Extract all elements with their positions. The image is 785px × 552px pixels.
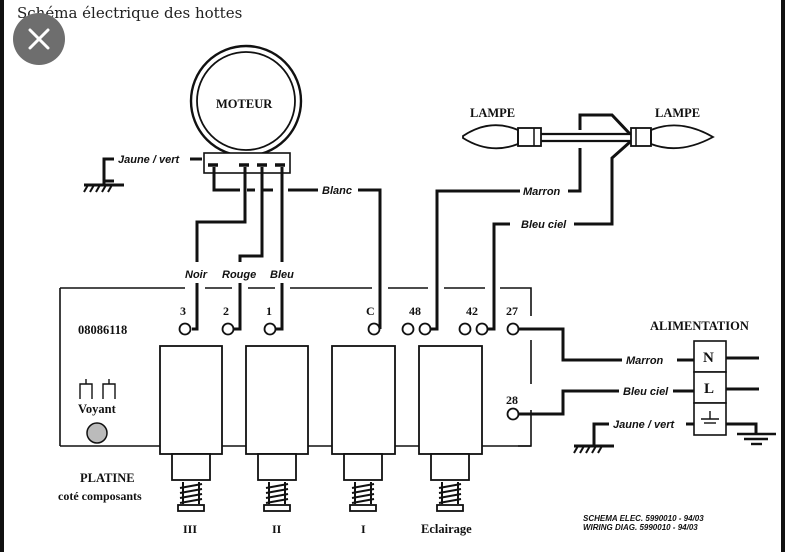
motor-ground-wire [102, 157, 114, 186]
lamp-left-label: LAMPE [470, 106, 515, 120]
terminal-42a [458, 322, 472, 336]
terminal-label: C [366, 304, 375, 318]
wire-supply-earth [592, 422, 609, 446]
platine-sublabel: coté composants [58, 489, 142, 503]
lamp-right-bulb [650, 124, 715, 150]
switch-iii-label: III [183, 522, 197, 536]
switch-spring [438, 482, 462, 504]
wire-noir [195, 167, 247, 262]
supply-wire-label: Marron [626, 355, 664, 367]
switch-ii-body [245, 345, 309, 455]
motor-label: MOTEUR [216, 97, 273, 111]
motor-inner-ring [196, 51, 296, 151]
voyant-label: Voyant [78, 402, 117, 416]
terminal-48a [401, 322, 415, 336]
terminal-label: 28 [506, 393, 518, 407]
motor-ground-label: Jaune / vert [118, 154, 180, 166]
terminal-label: 3 [180, 304, 186, 318]
switch-i-label: I [361, 522, 366, 536]
terminal-label: 48 [409, 304, 421, 318]
close-button[interactable] [13, 13, 65, 65]
terminal-label: 42 [466, 304, 478, 318]
board-part-number: 08086118 [78, 323, 127, 337]
switch-spring [265, 482, 289, 504]
switch-iii-body [159, 345, 223, 455]
wire-lamp-marron [568, 148, 582, 193]
wire-supply-bleu-ciel [519, 389, 619, 416]
switch-i-body [331, 345, 396, 455]
terminal-1 [263, 322, 277, 336]
wire-bleu-label: Bleu [270, 269, 294, 281]
wire-rouge [238, 167, 264, 262]
terminal-c [367, 322, 381, 336]
lamp-left-bulb [462, 124, 519, 150]
footer-schema-ref: SCHEMA ELEC. 5990010 - 94/03 [583, 514, 704, 523]
page-title: Schéma électrique des hottes [17, 4, 243, 22]
terminal-label: 27 [506, 304, 518, 318]
wire-lamp-bleu-ciel [574, 140, 631, 226]
wire-supply-marron [519, 327, 622, 362]
left-border [0, 0, 4, 552]
supply-wire-label: Jaune / vert [613, 419, 675, 431]
terminal-42b [475, 322, 489, 336]
platine-label: PLATINE [80, 471, 135, 485]
supply-terminal-l-label: L [704, 381, 714, 397]
terminal-28 [506, 407, 520, 421]
terminal-2 [221, 322, 235, 336]
supply-terminal-n-label: N [703, 350, 714, 366]
terminal-label: 2 [223, 304, 229, 318]
wire-rouge-label: Rouge [222, 269, 256, 281]
close-icon [28, 28, 50, 50]
supply-wire-label: Bleu ciel [623, 386, 669, 398]
switch-spring [179, 482, 203, 504]
right-border [781, 0, 785, 552]
switch-eclairage-body [418, 345, 483, 455]
terminal-27 [506, 322, 520, 336]
wire-blanc-label: Blanc [322, 185, 352, 197]
terminal-label: 1 [266, 304, 272, 318]
wire-blanc [212, 167, 240, 192]
supply-terminal-l [693, 371, 727, 404]
lamp-right-label: LAMPE [655, 106, 700, 120]
terminal-48b [418, 322, 432, 336]
lamp-wire-marron-label: Marron [523, 186, 561, 198]
motor-terminal-block [203, 152, 291, 174]
supply-title: ALIMENTATION [650, 319, 749, 333]
wire-noir-label: Noir [185, 269, 208, 281]
switch-ii-label: II [272, 522, 282, 536]
voyant-indicator [86, 422, 108, 444]
footer-wiring-ref: WIRING DIAG. 5990010 - 94/03 [583, 523, 698, 532]
terminal-3 [178, 322, 192, 336]
lamp-wire-bleu-ciel-label: Bleu ciel [521, 219, 567, 231]
switch-spring [351, 482, 375, 504]
switch-eclairage-label: Eclairage [421, 522, 472, 536]
